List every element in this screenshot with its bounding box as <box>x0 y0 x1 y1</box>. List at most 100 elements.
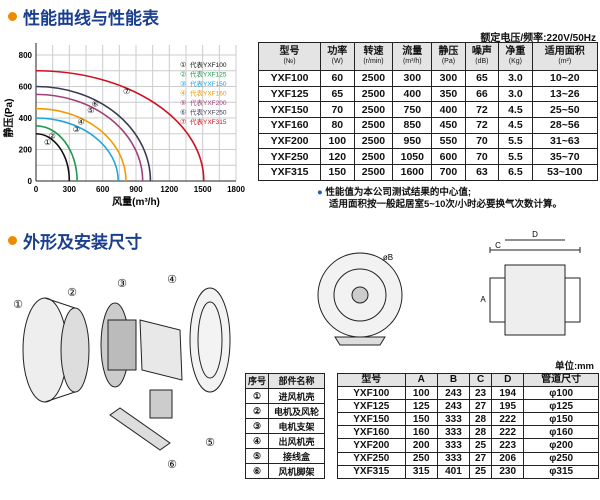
header-label: 噪声 <box>471 45 492 57</box>
table-cell: 25 <box>469 438 493 453</box>
header-unit: (r/min) <box>363 57 384 65</box>
x-axis-label: 风量(m³/h) <box>112 195 160 208</box>
column-header: 静压(Pa) <box>431 42 466 71</box>
curve-marker: ⑦ <box>123 87 130 96</box>
series-curve <box>35 85 152 182</box>
table-cell: 72 <box>464 117 500 134</box>
bullet-icon <box>8 236 17 245</box>
table-cell: YXF200 <box>257 132 322 150</box>
x-tick-label: 1200 <box>160 185 178 194</box>
curve-marker: ① <box>44 138 51 147</box>
column-header: 型号 <box>337 372 406 388</box>
table-cell: 315 <box>404 464 438 479</box>
table-cell: 200 <box>404 438 438 453</box>
dimension-drawing: øB D C A <box>317 230 581 346</box>
table-cell: YXF160 <box>337 425 406 440</box>
legend-marker: ⑦ <box>180 118 186 126</box>
table-cell: 401 <box>436 464 471 479</box>
header-label: 功率 <box>327 45 348 57</box>
table-cell: 35~70 <box>531 148 599 166</box>
header-unit: (№) <box>283 57 296 65</box>
table-cell: 300 <box>392 70 433 87</box>
callout-3: ③ <box>117 278 127 290</box>
table-cell: 2500 <box>353 117 394 134</box>
column-header: C <box>469 372 493 388</box>
section-title-performance: 性能曲线与性能表 <box>8 4 159 29</box>
table-cell: φ150 <box>523 412 599 427</box>
table-cell: 3.0 <box>498 70 533 87</box>
table-cell: YXF125 <box>257 85 322 103</box>
legend-entry: 代表YXF160 <box>190 89 227 98</box>
section-title-text: 外形及安装尺寸 <box>23 233 142 253</box>
note-line-2: 适用面积按一般起居室5~10次/小时必要换气次数计算。 <box>329 199 563 210</box>
table-cell: 5.5 <box>498 132 533 150</box>
legend-marker: ⑥ <box>180 109 186 117</box>
table-cell: 350 <box>431 85 466 103</box>
table-cell: ② <box>244 403 270 419</box>
table-cell: 125 <box>404 399 438 414</box>
section-title-dimensions: 外形及安装尺寸 <box>8 228 142 253</box>
table-cell: 28 <box>469 412 493 427</box>
table-cell: 450 <box>431 117 466 134</box>
table-cell: 1050 <box>392 148 433 166</box>
legend-marker: ② <box>180 71 186 79</box>
table-cell: 243 <box>436 399 471 414</box>
table-cell: ④ <box>244 433 270 449</box>
y-tick-label: 600 <box>19 83 33 92</box>
legend-entry: 代表YXF200 <box>190 98 227 107</box>
table-cell: φ125 <box>523 399 599 414</box>
table-cell: 2500 <box>353 132 394 150</box>
exploded-view-drawing: ① ② ③ ④ ⑤ ⑥ <box>13 274 231 471</box>
table-cell: 195 <box>491 399 525 414</box>
table-cell: 250 <box>404 451 438 466</box>
legend-marker: ④ <box>180 90 186 98</box>
table-cell: 750 <box>392 101 433 119</box>
legend-entry: 代表YXF315 <box>190 117 227 126</box>
header-label: 静压 <box>438 45 459 57</box>
table-cell: 2500 <box>353 101 394 119</box>
column-header: 管道尺寸 <box>523 372 599 388</box>
table-cell: 25 <box>469 464 493 479</box>
table-cell: 出风机壳 <box>268 433 325 449</box>
header-unit: (m²) <box>558 57 572 65</box>
column-header: 功率(W) <box>320 42 355 71</box>
callout-1: ① <box>13 299 23 311</box>
column-header: 适用面积(m²) <box>531 42 599 71</box>
table-cell: YXF150 <box>257 101 322 119</box>
table-cell: 194 <box>491 386 525 401</box>
table-cell: 10~20 <box>531 70 599 87</box>
header-unit: (dB) <box>475 57 489 65</box>
note-line-1: ● 性能值为本公司测试结果的中心值; <box>317 187 472 198</box>
dim-label-c: C <box>495 241 501 250</box>
table-cell: 2500 <box>353 85 394 103</box>
table-cell: 70 <box>464 132 500 150</box>
column-header: A <box>404 372 438 388</box>
table-cell: 333 <box>436 412 471 427</box>
table-cell: 4.5 <box>498 101 533 119</box>
table-cell: 63 <box>464 164 500 181</box>
table-cell: YXF100 <box>257 70 322 87</box>
series-curve <box>35 69 205 182</box>
table-cell: 70 <box>464 148 500 166</box>
header-label: 转速 <box>363 45 384 57</box>
y-axis-label: 静压(Pa) <box>2 99 15 138</box>
x-tick-label: 900 <box>129 185 143 194</box>
table-cell: 53~100 <box>531 164 599 181</box>
column-header: 转速(r/min) <box>353 42 394 71</box>
table-cell: 接线盒 <box>268 448 325 464</box>
x-tick-label: 300 <box>63 185 77 194</box>
table-cell: 23 <box>469 386 493 401</box>
callout-5: ⑤ <box>205 437 215 449</box>
table-cell: 333 <box>436 425 471 440</box>
curve-marker: ⑥ <box>92 100 99 109</box>
table-cell: 222 <box>491 412 525 427</box>
